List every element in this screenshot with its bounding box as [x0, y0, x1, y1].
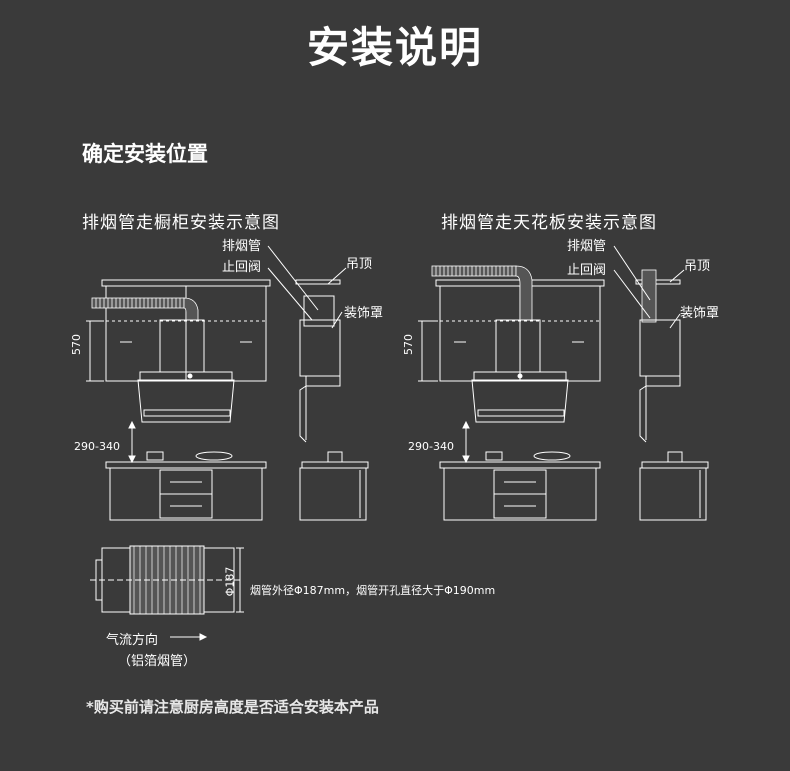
left-upper-cabinet-top: [101, 279, 271, 287]
right-side-hood: [639, 319, 681, 377]
left-ceiling: [295, 279, 341, 285]
left-label-ceiling: 吊顶: [346, 257, 373, 272]
right-label-check-valve: 止回阀: [567, 263, 607, 278]
footnote: *购买前请注意厨房高度是否适合安装本产品: [86, 698, 379, 716]
right-label-cover: 装饰罩: [680, 306, 720, 321]
left-cover-box: [303, 295, 335, 327]
left-side-base: [299, 467, 367, 521]
left-label-check-valve: 止回阀: [222, 260, 262, 275]
left-side-hood: [299, 319, 341, 377]
left-diagram: [86, 245, 369, 521]
left-label-cover: 装饰罩: [344, 306, 384, 321]
page-title: 安装说明: [306, 23, 483, 72]
left-base-cabinet: [109, 467, 263, 521]
left-duct: [91, 297, 199, 321]
left-diagram-caption: 排烟管走橱柜安装示意图: [82, 213, 280, 233]
section-title: 确定安装位置: [82, 142, 208, 166]
left-countertop: [105, 461, 267, 469]
right-diagram-caption: 排烟管走天花板安装示意图: [441, 213, 657, 233]
airflow-direction-label: 气流方向: [106, 633, 159, 648]
right-base-cabinet: [443, 467, 597, 521]
duct-material-label: （铝箔烟管）: [118, 654, 197, 669]
right-label-exhaust-pipe: 排烟管: [567, 239, 607, 254]
right-dim-gap: 290-340: [408, 440, 454, 453]
right-diagram: [418, 245, 709, 521]
right-label-ceiling: 吊顶: [684, 259, 711, 274]
duct-detail: [90, 545, 244, 641]
left-dim-gap: 290-340: [74, 440, 120, 453]
left-hood-chimney: [159, 319, 205, 373]
left-hood-body: [137, 379, 235, 423]
right-duct: [431, 265, 533, 321]
left-label-exhaust-pipe: 排烟管: [222, 239, 262, 254]
duct-spec-note: 烟管外径Φ187mm，烟管开孔直径大于Φ190mm: [250, 584, 496, 597]
